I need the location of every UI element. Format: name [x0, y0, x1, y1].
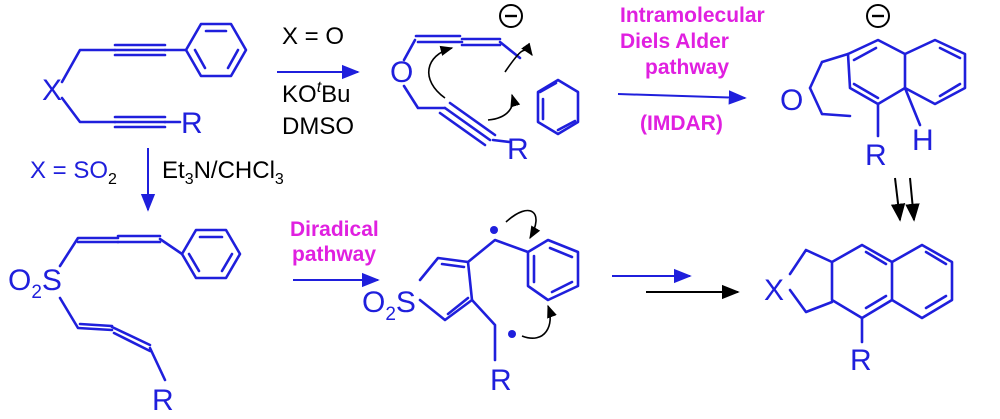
thiophene-dioxide-diradical: O2S R [362, 209, 580, 397]
atom-r: R [181, 107, 203, 140]
radical-arrow-1 [505, 209, 541, 240]
atom-r-6: R [850, 344, 872, 377]
pathway-imdar-line1: Intramolecular [620, 4, 765, 27]
electron-arrow-1 [428, 45, 454, 99]
substrate-dialkyne: X R [42, 22, 248, 140]
pathway-imdar-line2: Diels Alder [620, 30, 729, 53]
bis-allenyl-sulfone: O2S R [8, 228, 242, 417]
radical-dot-1 [490, 226, 498, 234]
condition-solvent-dmso: DMSO [282, 113, 354, 140]
negative-charge-2 [866, 4, 890, 28]
atom-r-2: R [507, 133, 529, 166]
condition-x-equals-so2: X = SO2 [30, 157, 117, 188]
allenyl-anion-intermediate: O R [390, 4, 580, 166]
atom-o2-s-thiophene: O2S [362, 286, 416, 325]
atom-r-5: R [490, 364, 512, 397]
atom-x: X [42, 74, 62, 107]
atom-o-furan: O [780, 84, 803, 117]
atom-x-product: X [764, 274, 784, 307]
atom-h: H [912, 124, 934, 157]
condition-x-equals-o: X = O [282, 23, 344, 50]
reaction-arrow-imdar [617, 90, 747, 105]
imdar-cycloadduct: O R H [780, 4, 967, 172]
arrow-down-2 [905, 177, 920, 222]
phenyl-ring-1 [184, 22, 248, 78]
pathway-diradical-line1: Diradical [290, 218, 379, 241]
phenyl-ring-4 [180, 228, 242, 280]
atom-r-4: R [152, 384, 174, 417]
atom-o2-sulfone: O2S [8, 264, 62, 303]
pathway-imdar-abbrev: (IMDAR) [640, 112, 723, 135]
arrow-down-1 [890, 177, 906, 222]
pathway-diradical-line2: pathway [292, 243, 376, 266]
fused-naphthalene-product: X R [764, 243, 954, 377]
radical-arrow-2 [521, 304, 557, 339]
electron-arrow-3 [487, 93, 521, 121]
phenyl-ring-2 [536, 78, 580, 136]
negative-charge [499, 4, 523, 28]
electron-arrow-2 [504, 42, 533, 73]
phenyl-ring-5 [526, 238, 580, 302]
condition-et3n-chcl3: Et3N/CHCl3 [162, 157, 284, 188]
atom-r-3: R [865, 139, 887, 172]
atom-o-ether: O [390, 56, 413, 89]
condition-base: KOtBu [282, 79, 351, 108]
pathway-imdar-line3: pathway [645, 56, 729, 79]
radical-dot-2 [508, 330, 516, 338]
